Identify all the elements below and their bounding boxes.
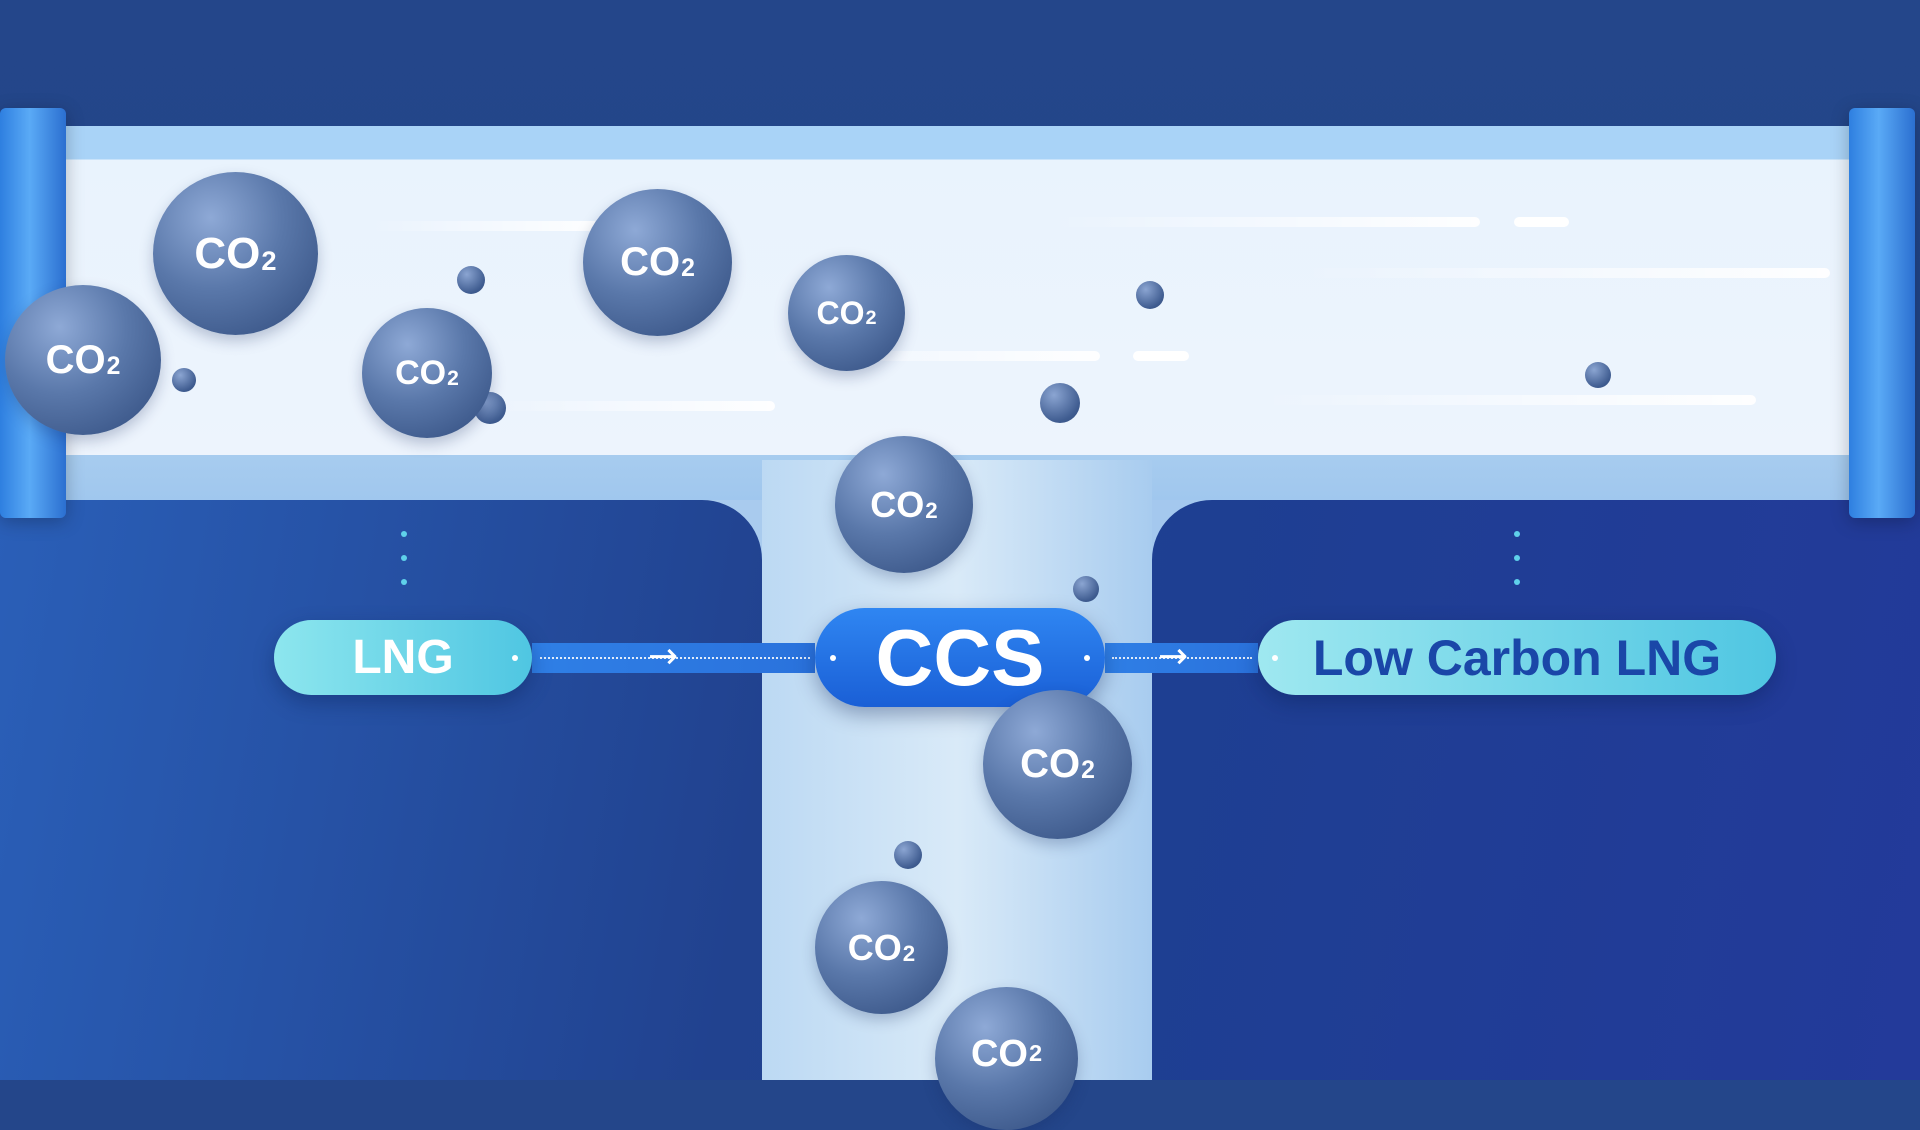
lng-label: LNG <box>274 620 532 695</box>
marker-dot <box>1514 555 1520 561</box>
particle <box>1040 383 1080 423</box>
marker-dot <box>401 531 407 537</box>
particle <box>894 841 922 869</box>
pipe-corner-right <box>1152 500 1212 560</box>
marker-dot <box>1514 579 1520 585</box>
connector-dot <box>1084 655 1090 661</box>
low-carbon-lng-label: Low Carbon LNG <box>1258 620 1776 695</box>
connector-dot <box>512 655 518 661</box>
flow-streak <box>1050 217 1480 227</box>
flow-streak <box>1260 395 1756 405</box>
particle <box>172 368 196 392</box>
horizontal-pipe <box>55 126 1849 500</box>
flow-streak <box>1300 268 1830 278</box>
particle <box>457 266 485 294</box>
marker-dot <box>401 555 407 561</box>
flow-streak <box>490 401 775 411</box>
flow-streak <box>370 221 600 231</box>
flow-streak <box>1514 217 1569 227</box>
pipe-flange-right <box>1849 108 1915 518</box>
particle <box>1136 281 1164 309</box>
marker-dot <box>1514 531 1520 537</box>
particle <box>1585 362 1611 388</box>
flow-streak <box>1133 351 1189 361</box>
connector-dot <box>1272 655 1278 661</box>
arrow-right-icon: → <box>648 639 678 675</box>
marker-dot <box>401 579 407 585</box>
pipe-corner-left <box>702 500 762 560</box>
connector-dot <box>830 655 836 661</box>
arrow-right-icon: → <box>1158 639 1188 675</box>
particle <box>1073 576 1099 602</box>
